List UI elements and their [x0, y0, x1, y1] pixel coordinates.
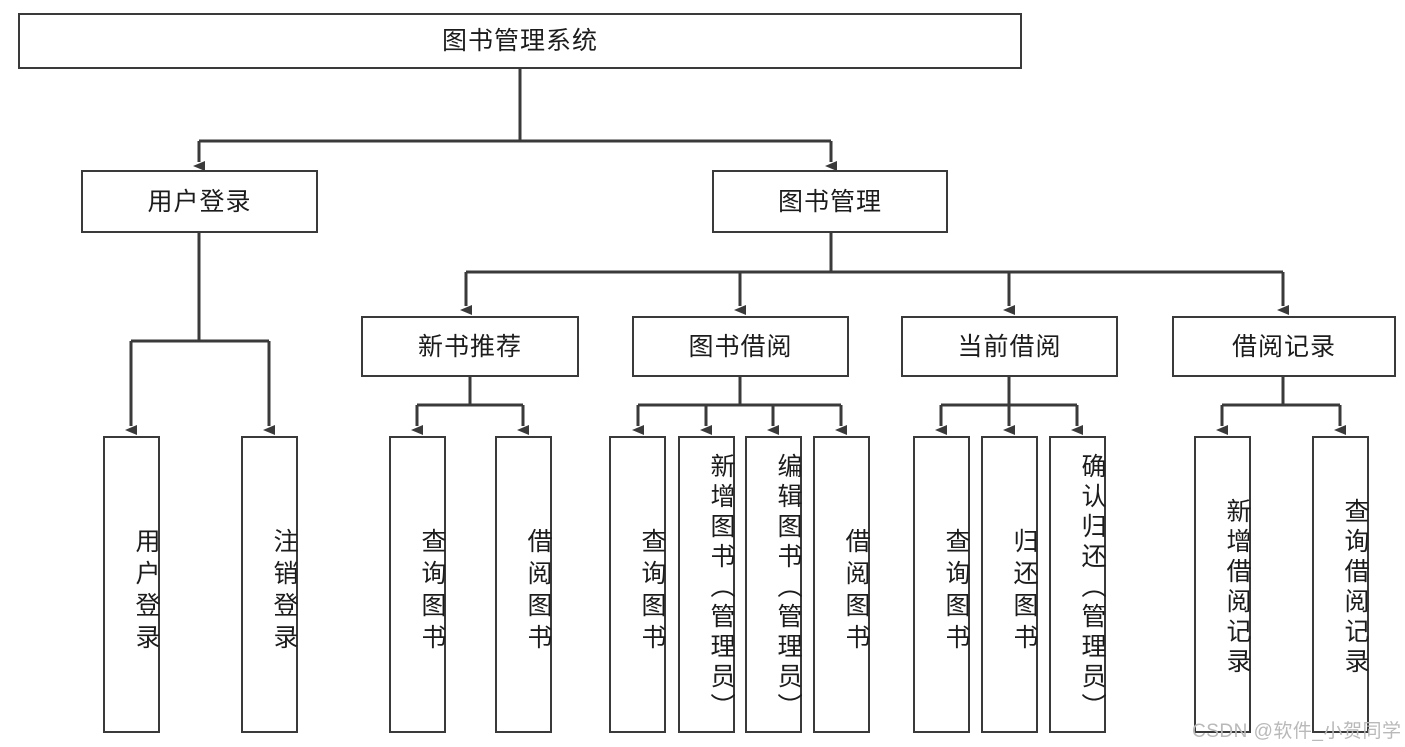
leaf-book-borrow-borrow[interactable]: 借阅图书	[813, 436, 870, 733]
node-root[interactable]: 图书管理系统	[18, 13, 1022, 69]
leaf-label: 查询图书	[418, 527, 446, 656]
leaf-label: 归还图书	[1010, 527, 1038, 656]
leaf-book-borrow-add[interactable]: 新增图书（管理员）	[678, 436, 735, 733]
node-book-manage[interactable]: 图书管理	[712, 170, 948, 233]
leaf-label: 编辑图书（管理员）	[774, 452, 802, 723]
leaf-book-borrow-query[interactable]: 查询图书	[609, 436, 666, 733]
node-borrow-record[interactable]: 借阅记录	[1172, 316, 1396, 377]
node-root-label: 图书管理系统	[441, 27, 598, 55]
leaf-label: 查询图书	[942, 527, 970, 656]
node-borrow-record-label: 借阅记录	[1231, 332, 1336, 361]
leaf-current-borrow-return[interactable]: 归还图书	[981, 436, 1038, 733]
node-book-manage-label: 图书管理	[777, 187, 882, 216]
leaf-current-borrow-confirm[interactable]: 确认归还（管理员）	[1049, 436, 1106, 733]
leaf-label: 用户登录	[132, 527, 160, 656]
leaf-book-borrow-edit[interactable]: 编辑图书（管理员）	[745, 436, 802, 733]
leaf-user-login-logout[interactable]: 注销登录	[241, 436, 298, 733]
leaf-label: 查询借阅记录	[1341, 497, 1369, 678]
node-book-borrow[interactable]: 图书借阅	[632, 316, 849, 377]
node-current-borrow-label: 当前借阅	[957, 332, 1062, 361]
leaf-current-borrow-query[interactable]: 查询图书	[913, 436, 970, 733]
leaf-label: 借阅图书	[524, 527, 552, 656]
leaf-label: 新增借阅记录	[1223, 497, 1251, 678]
node-book-borrow-label: 图书借阅	[688, 332, 793, 361]
node-new-book-recommend-label: 新书推荐	[417, 332, 522, 361]
node-new-book-recommend[interactable]: 新书推荐	[361, 316, 579, 377]
watermark: CSDN @软件_小贺同学	[1192, 721, 1402, 742]
leaf-new-book-query[interactable]: 查询图书	[389, 436, 446, 733]
leaf-borrow-record-add[interactable]: 新增借阅记录	[1194, 436, 1251, 733]
leaf-user-login-login[interactable]: 用户登录	[103, 436, 160, 733]
leaf-label: 确认归还（管理员）	[1078, 452, 1106, 723]
node-user-login[interactable]: 用户登录	[81, 170, 318, 233]
leaf-borrow-record-query[interactable]: 查询借阅记录	[1312, 436, 1369, 733]
node-user-login-label: 用户登录	[147, 187, 252, 216]
leaf-label: 查询图书	[638, 527, 666, 656]
leaf-new-book-borrow[interactable]: 借阅图书	[495, 436, 552, 733]
leaf-label: 注销登录	[270, 527, 298, 656]
leaf-label: 借阅图书	[842, 527, 870, 656]
node-current-borrow[interactable]: 当前借阅	[901, 316, 1118, 377]
leaf-label: 新增图书（管理员）	[707, 452, 735, 723]
